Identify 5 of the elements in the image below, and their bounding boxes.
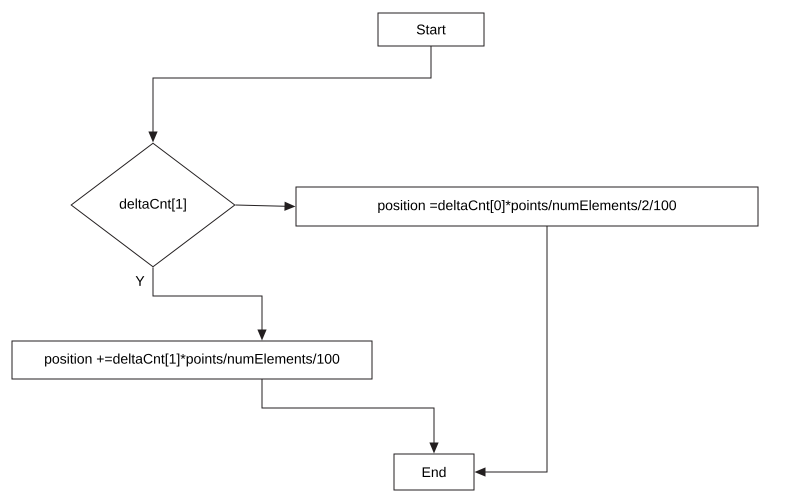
process-box: position +=deltaCnt[1]*points/numElements/100	[12, 340, 372, 380]
edge-label: Y	[134, 275, 146, 287]
process-box: Start	[378, 12, 484, 46]
process-box: End	[394, 454, 474, 490]
process-box: position =deltaCnt[0]*points/numElements/2/100	[296, 186, 758, 226]
